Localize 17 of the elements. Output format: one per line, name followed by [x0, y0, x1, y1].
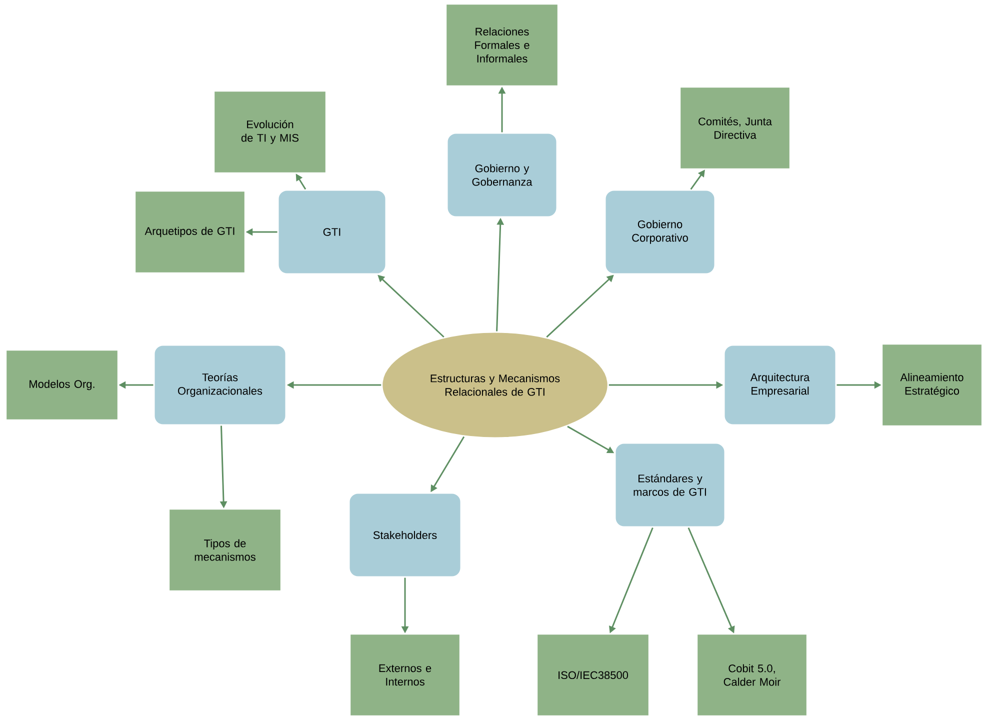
topic-box: Teorías Organizacionales [153, 344, 287, 426]
subtopic-box: Cobit 5.0, Calder Moir [696, 633, 808, 717]
topic-box: Estándares y marcos de GTI [614, 442, 726, 528]
topic-box: GTI [277, 189, 387, 275]
topic-box: Stakeholders [348, 492, 462, 578]
subtopic-box: Externos e Internos [349, 633, 461, 717]
subtopic-box: Tipos de mecanismos [168, 508, 282, 592]
subtopic-box: Modelos Org. [5, 349, 119, 421]
subtopic-box: Alineamiento Estratégico [881, 343, 982, 427]
topic-box: Gobierno y Gobernanza [446, 132, 558, 218]
subtopic-box: ISO/IEC38500 [536, 633, 650, 717]
subtopic-box: Relaciones Formales e Informales [445, 3, 559, 87]
topic-box: Gobierno Corporativo [604, 189, 716, 275]
subtopic-box: Comités, Junta Directiva [679, 86, 791, 170]
subtopic-box: Arquetipos de GTI [134, 190, 246, 274]
subtopic-box: Evolución de TI y MIS [213, 90, 327, 174]
topic-box: Arquitectura Empresarial [723, 344, 837, 426]
